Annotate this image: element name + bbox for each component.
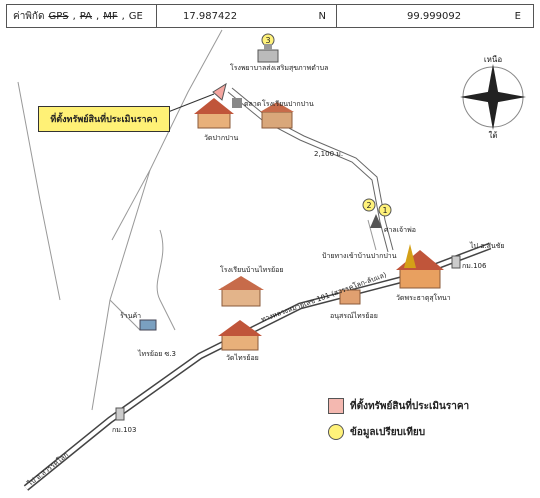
- minor-roads: [17, 29, 377, 411]
- legend-subject-swatch-icon: [328, 398, 344, 414]
- market-icon: [232, 98, 242, 108]
- label-to-sawankhalok: ไป อ.สวรรคโลก: [25, 450, 70, 488]
- latitude-dir: N: [318, 10, 326, 22]
- method-gps: GPS: [48, 10, 69, 22]
- coordinate-bar: ค่าพิกัด GPS, PA, MF, GE 17.987422 N 99.…: [6, 4, 534, 28]
- hospital-icon: [257, 44, 279, 63]
- label-shrine: ศาลเจ้าพ่อ: [384, 226, 416, 234]
- label-market: ตลาด: [244, 100, 261, 108]
- svg-text:1: 1: [382, 206, 387, 215]
- latitude-value: 17.987422: [183, 10, 238, 22]
- label-km-103: กม.103: [112, 426, 136, 434]
- wat-phra-that-icon: [396, 244, 444, 289]
- coord-method-cell: ค่าพิกัด GPS, PA, MF, GE: [7, 5, 157, 27]
- longitude-cell: 99.999092 E: [337, 5, 533, 27]
- shop-icon: [139, 319, 157, 331]
- north-arrow-compass-icon: เหนือ ใต้: [460, 55, 526, 140]
- svg-text:2: 2: [366, 201, 371, 210]
- comparable-marker-1: 1: [378, 203, 392, 217]
- km103-post-icon: [115, 407, 125, 421]
- callout-leader: [167, 93, 215, 113]
- compass-south-label: ใต้: [488, 131, 497, 140]
- school-sai-yoi-icon: [218, 276, 264, 307]
- legend-comparable-label: ข้อมูลเปรียบเทียบ: [350, 426, 426, 438]
- longitude-value: 99.999092: [407, 10, 462, 22]
- legend-subject-row: ที่ตั้งทรัพย์สินที่ประเมินราคา: [328, 398, 469, 414]
- school-pakpan-icon: [260, 102, 294, 129]
- label-hospital: โรงพยาบาลส่งเสริมสุขภาพตำบล: [230, 63, 328, 72]
- label-school-sai-yoi: โรงเรียนบ้านไทรย้อย: [220, 265, 283, 274]
- compass-north-label: เหนือ: [484, 55, 502, 64]
- coord-label: ค่าพิกัด: [13, 10, 45, 22]
- label-to-san-chai: ไป อ.สันชัย: [469, 241, 505, 250]
- village-road: [227, 87, 394, 253]
- label-sai-yoi-village: ไทรย้อย ซ.3: [137, 349, 176, 358]
- subject-property-marker: [212, 82, 227, 101]
- method-mf: MF: [103, 10, 118, 22]
- label-wat-sai-yoi: วัดไทรย้อย: [226, 353, 259, 362]
- wat-sai-yoi-icon: [218, 320, 262, 351]
- comparable-marker-2: 2: [362, 198, 376, 212]
- legend-comparable-row: ข้อมูลเปรียบเทียบ: [328, 424, 469, 440]
- legend-comparable-swatch-icon: [328, 424, 344, 440]
- shrine-icon: [370, 214, 382, 228]
- subject-callout-box: ที่ตั้งทรัพย์สินที่ประเมินราคา: [38, 106, 170, 132]
- label-shop: ร้านค้า: [120, 312, 141, 320]
- label-monument: อนุสรณ์ไทรย้อย: [330, 311, 378, 320]
- longitude-dir: E: [514, 10, 521, 22]
- method-ge: GE: [128, 10, 143, 22]
- km106-post-icon: [451, 255, 461, 269]
- label-school-pakpan: โรงเรียนปากปาน: [262, 99, 314, 108]
- label-wat-pakpan: วัดปากปาน: [204, 134, 238, 142]
- map-legend: ที่ตั้งทรัพย์สินที่ประเมินราคา ข้อมูลเปร…: [328, 398, 469, 450]
- method-pa: PA: [79, 10, 93, 22]
- legend-subject-label: ที่ตั้งทรัพย์สินที่ประเมินราคา: [350, 400, 470, 412]
- label-wat-phra-that: วัดพระธาตุสุโทนา: [396, 293, 451, 302]
- latitude-cell: 17.987422 N: [157, 5, 337, 27]
- label-village-sign: ป้ายทางเข้าบ้านปากปาน: [322, 252, 397, 260]
- label-km-106: กม.106: [462, 262, 487, 270]
- svg-text:3: 3: [265, 36, 270, 45]
- monument-icon: [339, 289, 361, 305]
- temple-pakpan-icon: [194, 98, 234, 129]
- label-distance: 2,100 ม.: [314, 150, 343, 158]
